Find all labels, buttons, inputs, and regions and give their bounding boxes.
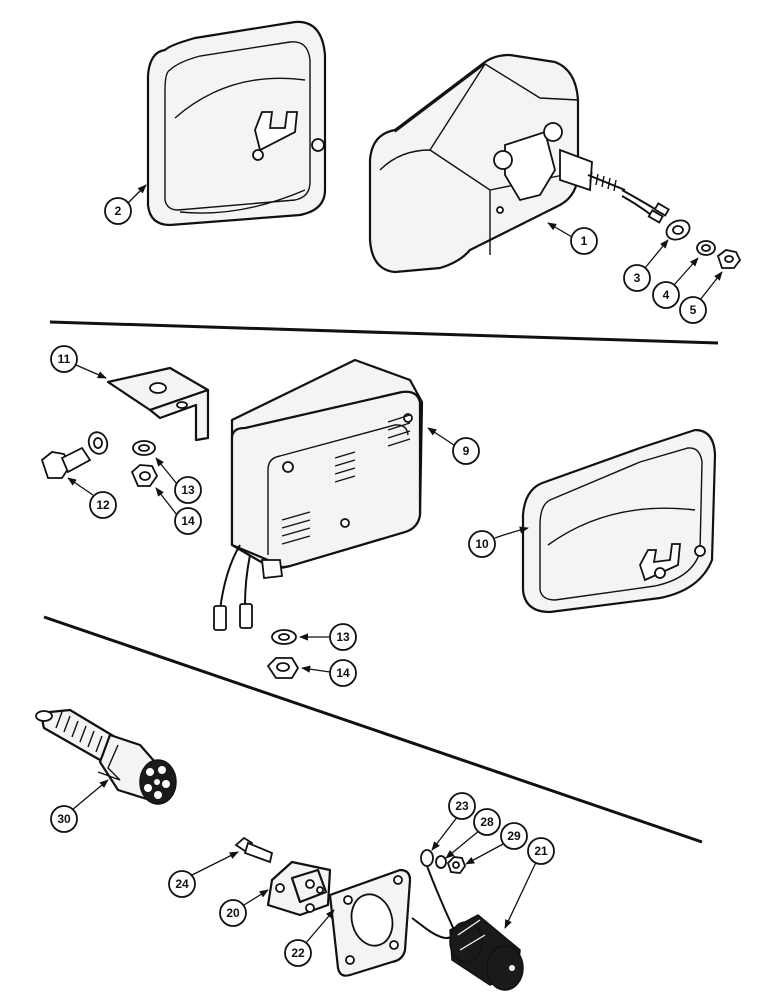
mounting-bracket: [106, 366, 210, 442]
lock-washer: [132, 440, 156, 456]
washer: [87, 431, 109, 455]
callout-21: 21: [504, 837, 555, 929]
callout-2: 2: [104, 184, 147, 225]
lock-washer: [271, 629, 297, 645]
svg-text:3: 3: [634, 271, 641, 285]
svg-text:13: 13: [336, 630, 350, 644]
screw: [234, 836, 274, 864]
hex-bolt: [40, 446, 92, 479]
washer: [435, 855, 447, 869]
svg-text:23: 23: [455, 799, 469, 813]
trailer-socket: [266, 860, 332, 917]
svg-text:30: 30: [57, 812, 71, 826]
svg-text:12: 12: [96, 498, 110, 512]
svg-text:11: 11: [58, 352, 71, 366]
hex-nut: [266, 657, 300, 679]
svg-text:14: 14: [336, 666, 350, 680]
svg-text:1: 1: [581, 234, 588, 248]
section-divider: [43, 615, 703, 844]
callout-24: 24: [168, 851, 239, 898]
section-divider: [49, 320, 719, 345]
svg-text:4: 4: [663, 288, 670, 302]
callout-5: 5: [679, 271, 723, 324]
flat-washer: [665, 219, 691, 241]
svg-text:9: 9: [463, 444, 470, 458]
svg-text:13: 13: [181, 483, 195, 497]
callout-1: 1: [547, 222, 598, 255]
gasket: [328, 868, 412, 977]
svg-text:22: 22: [291, 946, 305, 960]
callout-4: 4: [652, 257, 699, 309]
callout-9: 9: [427, 427, 480, 465]
lock-washer: [696, 240, 716, 256]
svg-text:14: 14: [181, 514, 195, 528]
tail-lamp-housing: [213, 358, 424, 631]
tail-lamp-lens-frame: [521, 428, 717, 614]
svg-text:5: 5: [690, 303, 697, 317]
hex-nut: [130, 464, 159, 487]
svg-text:21: 21: [534, 844, 548, 858]
svg-text:29: 29: [507, 829, 521, 843]
callout-13-lower: 13: [299, 623, 357, 651]
svg-text:2: 2: [115, 204, 122, 218]
callout-28: 28: [445, 808, 501, 859]
callout-14-lower: 14: [301, 659, 357, 687]
lamp-housing: [368, 53, 670, 274]
svg-text:24: 24: [175, 877, 189, 891]
callout-20: 20: [219, 889, 269, 927]
callout-22: 22: [284, 909, 335, 967]
callout-10: 10: [468, 526, 529, 558]
callout-13: 13: [155, 457, 202, 504]
callout-14: 14: [155, 487, 202, 535]
socket-cover: [449, 914, 524, 991]
svg-text:28: 28: [480, 815, 494, 829]
trailer-plug: [35, 708, 177, 805]
callout-29: 29: [465, 822, 528, 865]
svg-text:10: 10: [475, 537, 489, 551]
callout-11: 11: [50, 345, 107, 379]
callout-12: 12: [67, 477, 117, 519]
hex-nut: [446, 856, 467, 874]
callout-23: 23: [431, 792, 476, 851]
callout-30: 30: [50, 779, 109, 833]
callout-3: 3: [623, 239, 669, 292]
hex-nut: [716, 249, 742, 269]
svg-text:20: 20: [226, 906, 240, 920]
lamp-lens-frame: [146, 20, 327, 227]
